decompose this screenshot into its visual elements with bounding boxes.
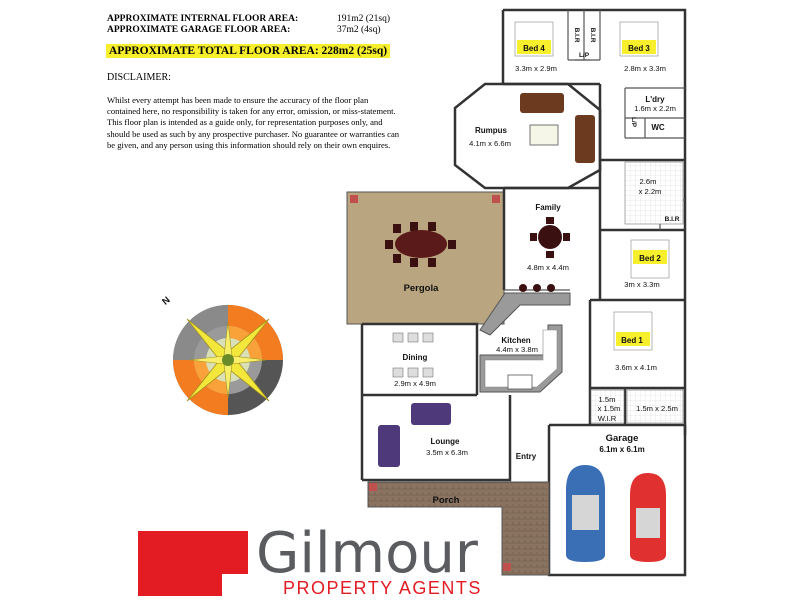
rumpus-sofas xyxy=(520,93,595,163)
bed3-highlight xyxy=(622,40,656,54)
bed4-label: Bed 4 xyxy=(523,44,545,53)
post-marker xyxy=(350,195,358,203)
compass-north-label: N xyxy=(160,295,172,308)
kitchen-label: Kitchen xyxy=(501,336,530,345)
lp-label: L/P xyxy=(579,52,590,59)
bed1-highlight xyxy=(616,332,650,346)
internal-area-row: APPROXIMATE INTERNAL FLOOR AREA: 191m2 (… xyxy=(107,14,390,25)
bathroom-size: x 2.2m xyxy=(639,187,662,196)
total-floor-area: APPROXIMATE TOTAL FLOOR AREA: 228m2 (25s… xyxy=(106,44,391,58)
brand-name: Gilmour xyxy=(256,521,478,586)
wc-label: WC xyxy=(651,123,665,132)
post-marker xyxy=(492,195,500,203)
disclaimer-body: Whilst every attempt has been made to en… xyxy=(107,95,400,150)
laundry-label: L'dry xyxy=(645,95,665,104)
rumpus-label: Rumpus xyxy=(475,126,508,135)
bed1-label: Bed 1 xyxy=(621,336,643,345)
laundry-size: 1.6m x 2.2m xyxy=(634,104,676,113)
bir-label: B.I.R xyxy=(573,28,580,43)
ensuite-size: 1.5m x 2.5m xyxy=(636,404,678,413)
lounge-label: Lounge xyxy=(431,437,460,446)
bed2-label: Bed 2 xyxy=(639,254,661,263)
bed1-size: 3.6m x 4.1m xyxy=(615,363,657,372)
logo-mark xyxy=(138,531,248,596)
dining-size: 2.9m x 4.9m xyxy=(394,379,436,388)
lounge-sofas xyxy=(378,403,451,467)
garage-label: Garage xyxy=(606,433,639,444)
porch-label: Porch xyxy=(433,495,460,506)
walls xyxy=(360,8,687,577)
bed4-size: 3.3m x 2.9m xyxy=(515,64,557,73)
kitchen-size: 4.4m x 3.8m xyxy=(496,345,538,354)
family-label: Family xyxy=(535,203,561,212)
family-size: 4.8m x 4.4m xyxy=(527,263,569,272)
compass-icon xyxy=(173,305,283,415)
bed3-size: 2.8m x 3.3m xyxy=(624,64,666,73)
garage-area-row: APPROXIMATE GARAGE FLOOR AREA: 37m2 (4sq… xyxy=(107,25,381,36)
disclaimer-title: DISCLAIMER: xyxy=(107,72,171,83)
bed2-size: 3m x 3.3m xyxy=(624,280,659,289)
bir-label: B.I.R xyxy=(665,216,680,223)
wir-label: W.I.R xyxy=(598,414,617,423)
garage-size: 6.1m x 6.1m xyxy=(599,445,644,454)
outdoor-dining-set xyxy=(385,222,456,267)
bed3-label: Bed 3 xyxy=(628,44,650,53)
bathroom-size: 2.6m xyxy=(640,177,657,186)
family-dining-set xyxy=(530,217,570,258)
lounge-size: 3.5m x 6.3m xyxy=(426,448,468,457)
bed2-highlight xyxy=(633,250,667,264)
brand-tagline: PROPERTY AGENTS xyxy=(283,578,482,598)
ensuite-size: x 1.5m xyxy=(598,404,621,413)
lp-label: L/P xyxy=(630,117,637,128)
pergola-label: Pergola xyxy=(404,283,440,294)
entry-label: Entry xyxy=(516,452,537,461)
bed4-highlight xyxy=(517,40,551,54)
dining-label: Dining xyxy=(403,353,428,362)
dining-set xyxy=(392,332,434,378)
cooktop xyxy=(507,374,533,390)
ensuite-size: 1.5m xyxy=(599,395,616,404)
garage-cars xyxy=(566,465,666,562)
garage-area-value: 37m2 (4sq) xyxy=(337,25,381,35)
pergola-area xyxy=(346,191,505,325)
garage-area-label: APPROXIMATE GARAGE FLOOR AREA: xyxy=(107,25,291,35)
internal-area-label: APPROXIMATE INTERNAL FLOOR AREA: xyxy=(107,14,299,24)
rumpus-size: 4.1m x 6.6m xyxy=(469,139,511,148)
bir-label: B.I.R xyxy=(589,28,596,43)
internal-area-value: 191m2 (21sq) xyxy=(337,14,391,24)
porch-area xyxy=(367,481,550,576)
